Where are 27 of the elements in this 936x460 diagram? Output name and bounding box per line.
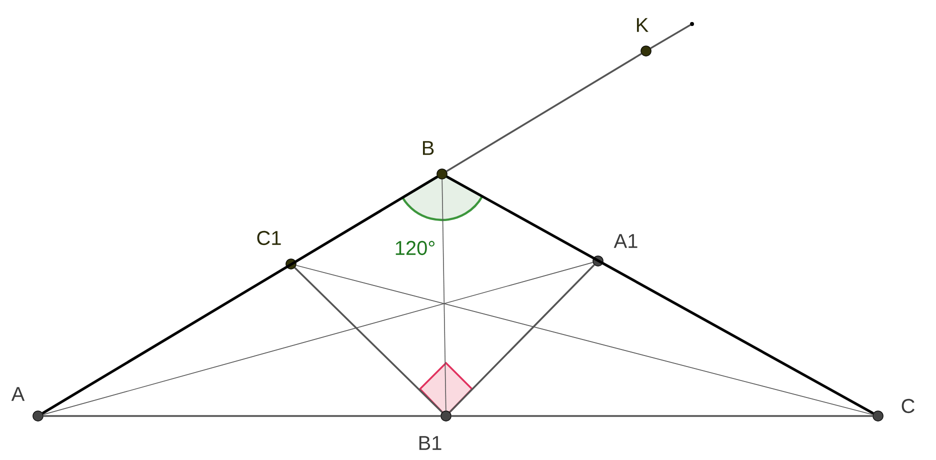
- point: [690, 22, 694, 26]
- angle-label: 120°: [396, 240, 434, 256]
- point-label: C1: [257, 230, 281, 246]
- point: [872, 410, 884, 422]
- point-label: K: [637, 18, 648, 32]
- line-segment: [294, 267, 443, 413]
- point: [436, 168, 448, 180]
- line-segment: [650, 24, 691, 50]
- line-segment: [296, 264, 874, 416]
- point-label: B: [422, 141, 434, 155]
- point: [640, 46, 652, 56]
- line-segment: [43, 415, 441, 417]
- point-label: B1: [419, 436, 442, 450]
- line-segment: [442, 178, 446, 411]
- line-segment: [446, 175, 874, 415]
- line-segment: [42, 176, 438, 414]
- line-segment: [446, 53, 642, 172]
- line-segment: [451, 415, 873, 417]
- point: [286, 258, 296, 270]
- point-label: A: [11, 387, 25, 401]
- point: [592, 256, 604, 266]
- point-label: C: [902, 398, 914, 414]
- line-segment: [449, 264, 595, 413]
- line-segment: [42, 262, 594, 415]
- point: [440, 410, 452, 422]
- point: [32, 410, 44, 422]
- point-label: A1: [614, 234, 638, 248]
